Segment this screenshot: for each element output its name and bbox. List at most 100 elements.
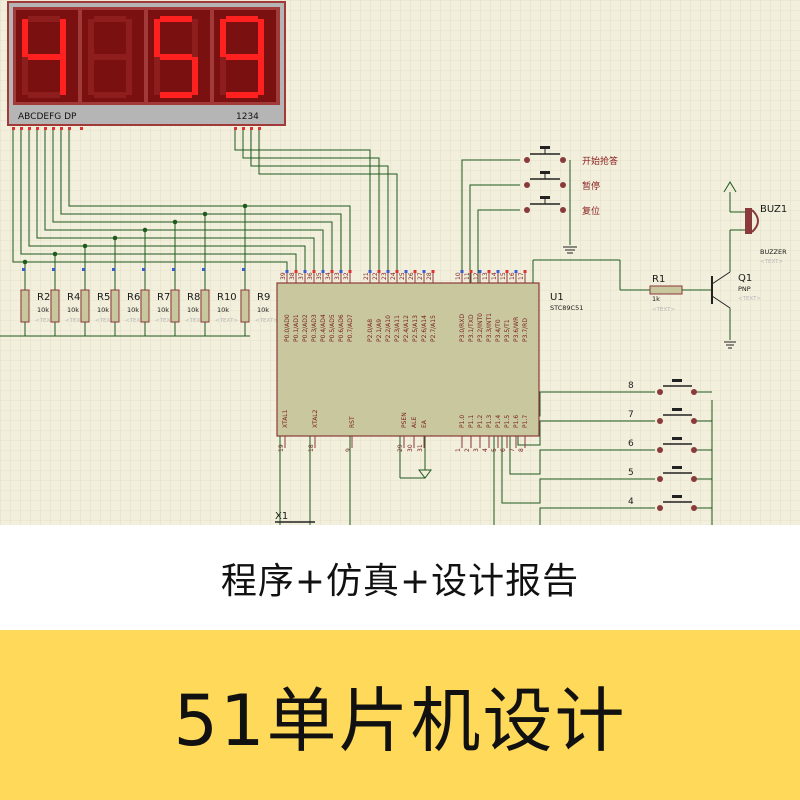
display-pin [242,127,245,130]
contestant-button-8[interactable]: 8 [628,379,712,395]
digit-1-seg-a [28,16,60,22]
subtitle: 程序+仿真+设计报告 [220,560,580,602]
push-button-3[interactable]: 复位 [524,196,600,217]
mcu-chip[interactable]: U1 STC89C51 39P0.0/AD038P0.1/AD137P0.2/A… [276,270,583,452]
contestant-button-7[interactable]: 7 [628,408,712,424]
p2-num: 26 [408,272,415,280]
digit-2-seg-e [88,57,94,95]
p0-pin: P0.5/AD5 [329,314,336,342]
p0-num: 38 [289,272,296,280]
wiring [0,130,713,525]
p2-pin: P2.0/A8 [367,319,374,342]
p2-pin: P2.2/A10 [385,315,392,342]
misc-num: 19 [278,444,285,452]
digit-2-seg-b [126,19,132,57]
digit-1 [22,16,66,98]
crystal-area[interactable]: X1 [275,436,432,525]
r1-value: 1k [652,295,660,303]
p3-pin: P3.2/INT0 [477,313,484,342]
buzzer-driver[interactable]: R1 1k <TEXT> Q1 PNP <TEXT> BUZ1 BUZZER <… [532,181,787,349]
digit-2-seg-d [94,92,126,98]
resistor-ref: R4 [67,292,80,303]
contestant-button-4[interactable]: 4 [628,495,712,511]
resistor-value: 10k [217,306,229,314]
digit-3-seg-g [160,54,192,60]
p1-num: 7 [509,448,516,452]
resistor-text-placeholder: <TEXT> [35,318,58,324]
p0-pin: P0.1/AD1 [293,314,300,342]
digit-4-seg-g [226,54,258,60]
digit-1-seg-e [22,57,28,95]
p0-num: 36 [307,272,314,280]
digit-3-seg-d [160,92,192,98]
r1-resistor[interactable] [649,285,683,295]
p2-num: 23 [381,272,388,280]
button-number: 7 [628,410,634,420]
resistor-value: 10k [97,306,109,314]
misc-num: 9 [345,448,352,452]
p2-num: 21 [363,272,370,280]
p0-num: 37 [298,272,305,280]
display-pin [68,127,71,130]
buzzer[interactable] [745,208,752,234]
schematic-drawing: ABCDEFG DP 1234 R210k<TEXT>R410k<TEXT>R5… [0,0,800,525]
q1-text-placeholder: <TEXT> [738,296,761,302]
p1-pin: P1.5 [504,415,511,428]
digit-4-seg-f [220,19,226,57]
digit-4-seg-d [226,92,258,98]
mcu-part: STC89C51 [550,304,583,312]
p1-pin: P1.3 [486,415,493,428]
pullup-resistors[interactable]: R210k<TEXT>R410k<TEXT>R510k<TEXT>R610k<T… [20,268,278,324]
resistor-ref: R7 [157,292,170,303]
resistor-value: 10k [257,306,269,314]
p3-pin: P3.6/WR [513,317,520,342]
misc-pin: ALE [411,417,418,428]
digit-1-seg-b [60,19,66,57]
q1-ref: Q1 [738,273,752,284]
button-number: 8 [628,381,634,391]
resistor-value: 10k [157,306,169,314]
p1-pin: P1.2 [477,415,484,428]
display-pin [44,127,47,130]
p0-pin: P0.3/AD3 [311,314,318,342]
digit-pin-label: 1234 [236,112,259,122]
p1-pin: P1.4 [495,415,502,428]
p1-num: 5 [491,448,498,452]
digit-2-seg-g [94,54,126,60]
resistor-ref: R5 [97,292,110,303]
digit-2-seg-a [94,16,126,22]
p2-num: 25 [399,272,406,280]
resistor-ref: R10 [217,292,237,303]
display-pin [52,127,55,130]
p3-num: 11 [464,272,471,280]
push-button-2[interactable]: 暂停 [524,171,600,192]
contestant-buttons[interactable]: 8 7 6 5 4 [628,379,712,511]
p1-num: 3 [473,448,480,452]
seven-segment-display[interactable]: ABCDEFG DP 1234 [7,1,286,130]
digit-4 [220,16,264,98]
title-band: 51单片机设计 [0,630,800,800]
digit-3-seg-c [192,57,198,95]
push-button-1[interactable]: 开始抢答 [524,146,618,167]
r1-text-placeholder: <TEXT> [652,307,675,313]
digit-1-seg-c [60,57,66,95]
resistor-value: 10k [37,306,49,314]
p1-num: 6 [500,448,507,452]
p2-pin: P2.3/A11 [394,315,401,342]
contestant-button-6[interactable]: 6 [628,437,712,453]
contestant-button-5[interactable]: 5 [628,466,712,482]
p2-num: 24 [390,272,397,280]
p2-num: 27 [417,272,424,280]
button-label: 复位 [582,205,600,217]
mcu-ref: U1 [550,292,564,303]
